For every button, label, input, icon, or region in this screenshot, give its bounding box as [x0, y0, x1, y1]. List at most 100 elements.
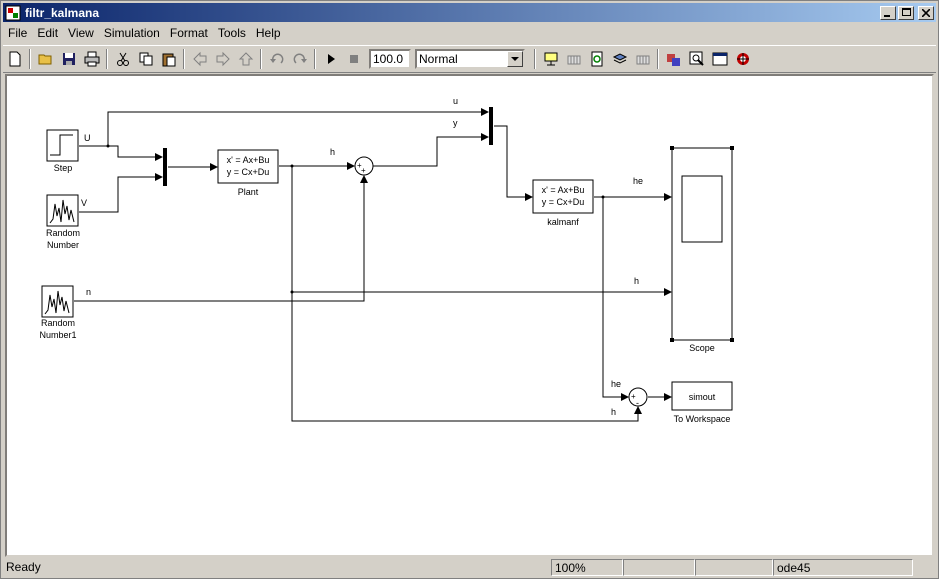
undo-icon: [269, 53, 283, 64]
menu-simulation[interactable]: Simulation: [103, 26, 160, 40]
close-button[interactable]: [918, 5, 934, 20]
random-number1-block[interactable]: [41, 285, 74, 318]
close-icon: [922, 8, 930, 17]
build-button[interactable]: [539, 48, 562, 70]
start-simulation-button[interactable]: [319, 48, 342, 70]
plant-equation-2: y = Cx+Du: [227, 167, 270, 177]
to-workspace-block[interactable]: simout: [671, 381, 733, 411]
mux-block-2[interactable]: [489, 107, 493, 145]
new-model-button[interactable]: [3, 48, 26, 70]
redo-icon: [293, 53, 307, 64]
debugger-button[interactable]: [731, 48, 754, 70]
toolbar-separator: [657, 49, 659, 69]
selection-handle[interactable]: [730, 146, 734, 150]
refresh-button[interactable]: [585, 48, 608, 70]
selection-handle[interactable]: [670, 338, 674, 342]
random-number-label-2: Number: [47, 240, 79, 250]
toolbar: Normal: [3, 45, 936, 73]
cut-button[interactable]: [111, 48, 134, 70]
folder-open-icon: [38, 54, 51, 65]
new-file-icon: [9, 51, 20, 67]
selection-handle[interactable]: [730, 338, 734, 342]
minimize-button[interactable]: [880, 5, 896, 20]
find-button[interactable]: [685, 48, 708, 70]
signal-line-y[interactable]: [373, 133, 489, 167]
signal-line-u-to-mux[interactable]: [108, 145, 163, 161]
signal-line-n[interactable]: [74, 175, 368, 302]
title-bar[interactable]: filtr_kalmana: [3, 3, 936, 22]
model-explorer-button[interactable]: [662, 48, 685, 70]
toolbar-separator: [29, 49, 31, 69]
library-button[interactable]: [608, 48, 631, 70]
save-button[interactable]: [57, 48, 80, 70]
paste-icon: [162, 53, 175, 67]
simulation-mode-value: Normal: [419, 52, 458, 66]
redo-button[interactable]: [288, 48, 311, 70]
copy-icon: [139, 52, 152, 66]
open-button[interactable]: [34, 48, 57, 70]
menu-tools[interactable]: Tools: [217, 26, 246, 40]
arrow-up-icon: [238, 52, 253, 66]
maximize-button[interactable]: [898, 5, 914, 20]
paste-button[interactable]: [157, 48, 180, 70]
chevron-down-icon: [511, 56, 519, 61]
back-button[interactable]: [188, 48, 211, 70]
sum-block-1[interactable]: + +: [354, 156, 374, 176]
printer-icon: [84, 51, 99, 67]
sum-block-2[interactable]: + -: [628, 387, 648, 408]
sum2-sign-b: -: [636, 398, 639, 408]
stop-time-input[interactable]: [369, 49, 411, 69]
menu-file[interactable]: File: [8, 26, 28, 40]
model-canvas[interactable]: Step Random Number Random Number1 x' = A…: [5, 74, 934, 557]
block-diagram: Step Random Number Random Number1 x' = A…: [39, 96, 734, 424]
plant-block[interactable]: x' = Ax+Bu y = Cx+Du: [217, 149, 279, 184]
up-button[interactable]: [234, 48, 257, 70]
arrow-right-icon: [216, 51, 230, 67]
random-number1-label-2: Number1: [39, 330, 76, 340]
debug-icon: [636, 55, 649, 65]
step-block[interactable]: [46, 129, 79, 162]
mux-block-1[interactable]: [163, 148, 167, 186]
sum1-sign-a: +: [357, 161, 362, 170]
forward-button[interactable]: [211, 48, 234, 70]
print-button[interactable]: [80, 48, 103, 70]
signal-line-he-to-sum2[interactable]: [602, 197, 629, 401]
menu-format[interactable]: Format: [169, 26, 208, 40]
random-number-block[interactable]: [46, 194, 79, 227]
signal-label-he-sum: he: [611, 379, 621, 389]
properties-button[interactable]: [708, 48, 731, 70]
status-cell-blank: [695, 559, 773, 576]
dropdown-arrow[interactable]: [507, 51, 523, 67]
stop-simulation-button[interactable]: [342, 48, 365, 70]
debug-button[interactable]: [631, 48, 654, 70]
signal-line-u[interactable]: [79, 108, 489, 147]
refresh-icon: [591, 51, 602, 67]
magnifier-icon: [689, 51, 704, 66]
kalmanf-block[interactable]: x' = Ax+Bu y = Cx+Du: [532, 179, 594, 214]
undo-button[interactable]: [265, 48, 288, 70]
scope-screen-icon: [681, 175, 723, 243]
arrow-left-icon: [192, 51, 206, 67]
signal-label-u: u: [453, 96, 458, 106]
status-text: Ready: [6, 560, 41, 574]
signal-line-v[interactable]: [79, 173, 163, 213]
bug-icon: [736, 53, 749, 65]
scope-block[interactable]: [670, 146, 734, 342]
selection-handle[interactable]: [670, 146, 674, 150]
signal-line-mux-to-kalman[interactable]: [494, 125, 533, 201]
simulink-app-icon: [5, 5, 21, 20]
random-number-label-1: Random: [46, 228, 80, 238]
grid-icon: [567, 55, 580, 65]
step-icon: [50, 134, 73, 156]
signal-label-U: U: [84, 133, 91, 143]
update-diagram-button[interactable]: [562, 48, 585, 70]
menu-bar: File Edit View Simulation Format Tools H…: [3, 23, 286, 43]
branch-point: [106, 144, 110, 148]
to-workspace-label: To Workspace: [674, 414, 731, 424]
menu-edit[interactable]: Edit: [37, 26, 59, 40]
simulation-mode-select[interactable]: Normal: [415, 49, 525, 69]
copy-button[interactable]: [134, 48, 157, 70]
play-icon: [327, 54, 335, 64]
menu-view[interactable]: View: [68, 26, 94, 40]
menu-help[interactable]: Help: [255, 26, 281, 40]
